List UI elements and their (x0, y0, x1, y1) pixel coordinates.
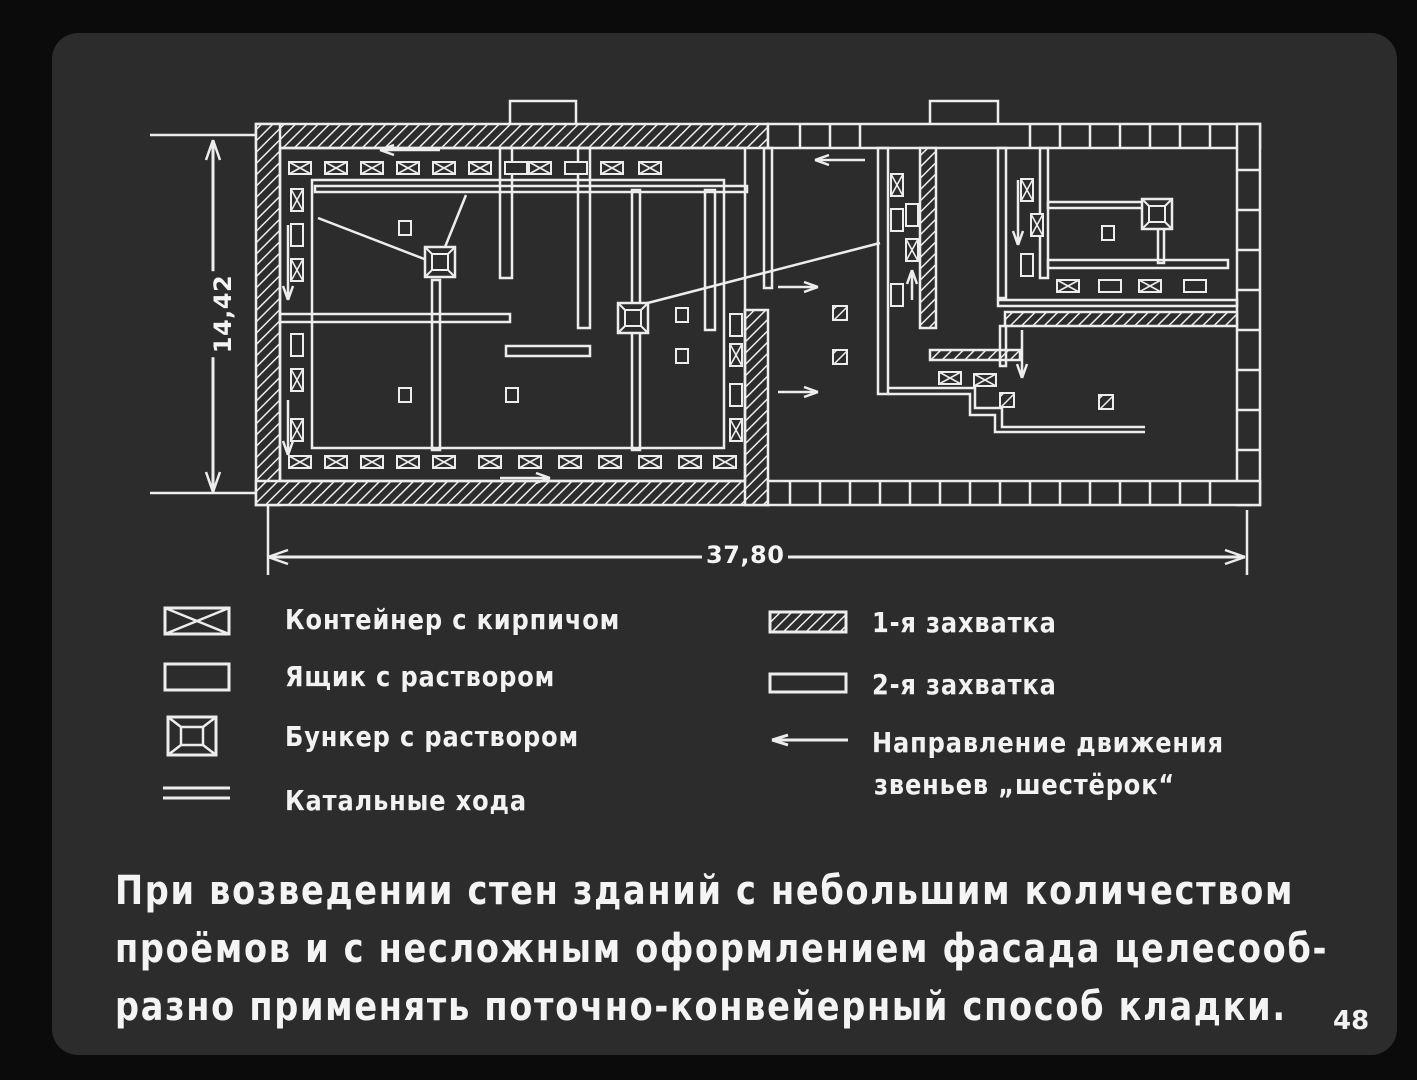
legend-container-label: Контейнер с кирпичом (285, 603, 621, 636)
page-number: 48 (1333, 1006, 1370, 1036)
caption-line-3: разно применять поточно-конвейерный спос… (115, 984, 1287, 1030)
legend-walkways-label: Катальные хода (285, 784, 527, 817)
legend-container-symbol (163, 606, 231, 636)
legend-direction-symbol (771, 733, 848, 747)
width-dimension-label: 37,80 (702, 541, 789, 569)
legend-direction-label-line2: звеньев „шестёрок“ (874, 768, 1176, 801)
legend-bunker-label: Бункер с раствором (285, 720, 580, 753)
legend-bunker-symbol (166, 715, 218, 757)
legend-mortar-box-label: Ящик с раствором (285, 660, 556, 693)
legend-stage1-symbol (768, 610, 848, 634)
walkways (278, 146, 1239, 483)
direction-arrows (281, 143, 1029, 485)
legend-walkways-symbol (163, 786, 230, 800)
legend-direction-label-line1: Направление движения (872, 726, 1224, 759)
legend-stage2-symbol (768, 672, 848, 694)
caption-line-1: При возведении стен зданий с небольшим к… (115, 868, 1295, 914)
legend-stage2-label: 2-я захватка (872, 668, 1057, 701)
building-walls (254, 99, 1262, 507)
height-dimension-label: 14,42 (209, 270, 238, 358)
caption-text: При возведении стен зданий с небольшим к… (115, 862, 1365, 1036)
caption-line-2: проёмов и с несложным оформлением фасада… (115, 926, 1329, 972)
legend-stage1-label: 1-я захватка (872, 606, 1057, 639)
legend-mortar-box-symbol (163, 662, 231, 692)
